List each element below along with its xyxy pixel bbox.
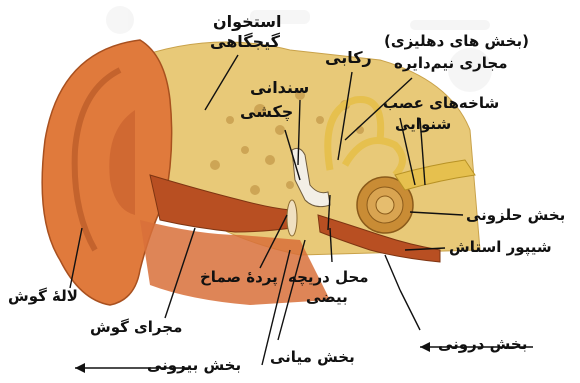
label-auricle: لالهٔ گوش: [8, 289, 78, 305]
label-auditory-nerve-1: شاخه‌های عصب: [383, 96, 499, 112]
label-outer-ear: بخش بیرونی: [147, 358, 241, 374]
label-ear-canal: مجرای گوش: [90, 320, 182, 336]
label-inner-ear: بخش درونی: [438, 337, 527, 353]
label-temporal-bone-1: استخوان: [213, 14, 281, 31]
label-temporal-bone-2: گیجگاهی: [210, 34, 280, 51]
label-oval-window-2: بیضی: [306, 290, 348, 306]
label-vestibular-1: (بخش های دهلیزی): [384, 34, 529, 50]
label-cochlea: بخش حلزونی: [466, 208, 565, 224]
label-incus: سندانی: [250, 80, 309, 97]
label-malleus: چکشی: [240, 104, 293, 121]
label-stapes: رکابی: [325, 50, 372, 67]
eardrum-shape: [287, 200, 297, 236]
label-vestibular-2: مجاری نیم‌دایره: [394, 56, 508, 72]
label-auditory-nerve-2: شنوایی: [395, 117, 451, 133]
label-eardrum: پردهٔ صماخ: [200, 270, 278, 286]
label-middle-ear: بخش میانی: [270, 350, 355, 366]
label-oval-window-1: محل دریچه: [288, 270, 369, 286]
label-eustachian: شیپور استاش: [449, 240, 552, 256]
